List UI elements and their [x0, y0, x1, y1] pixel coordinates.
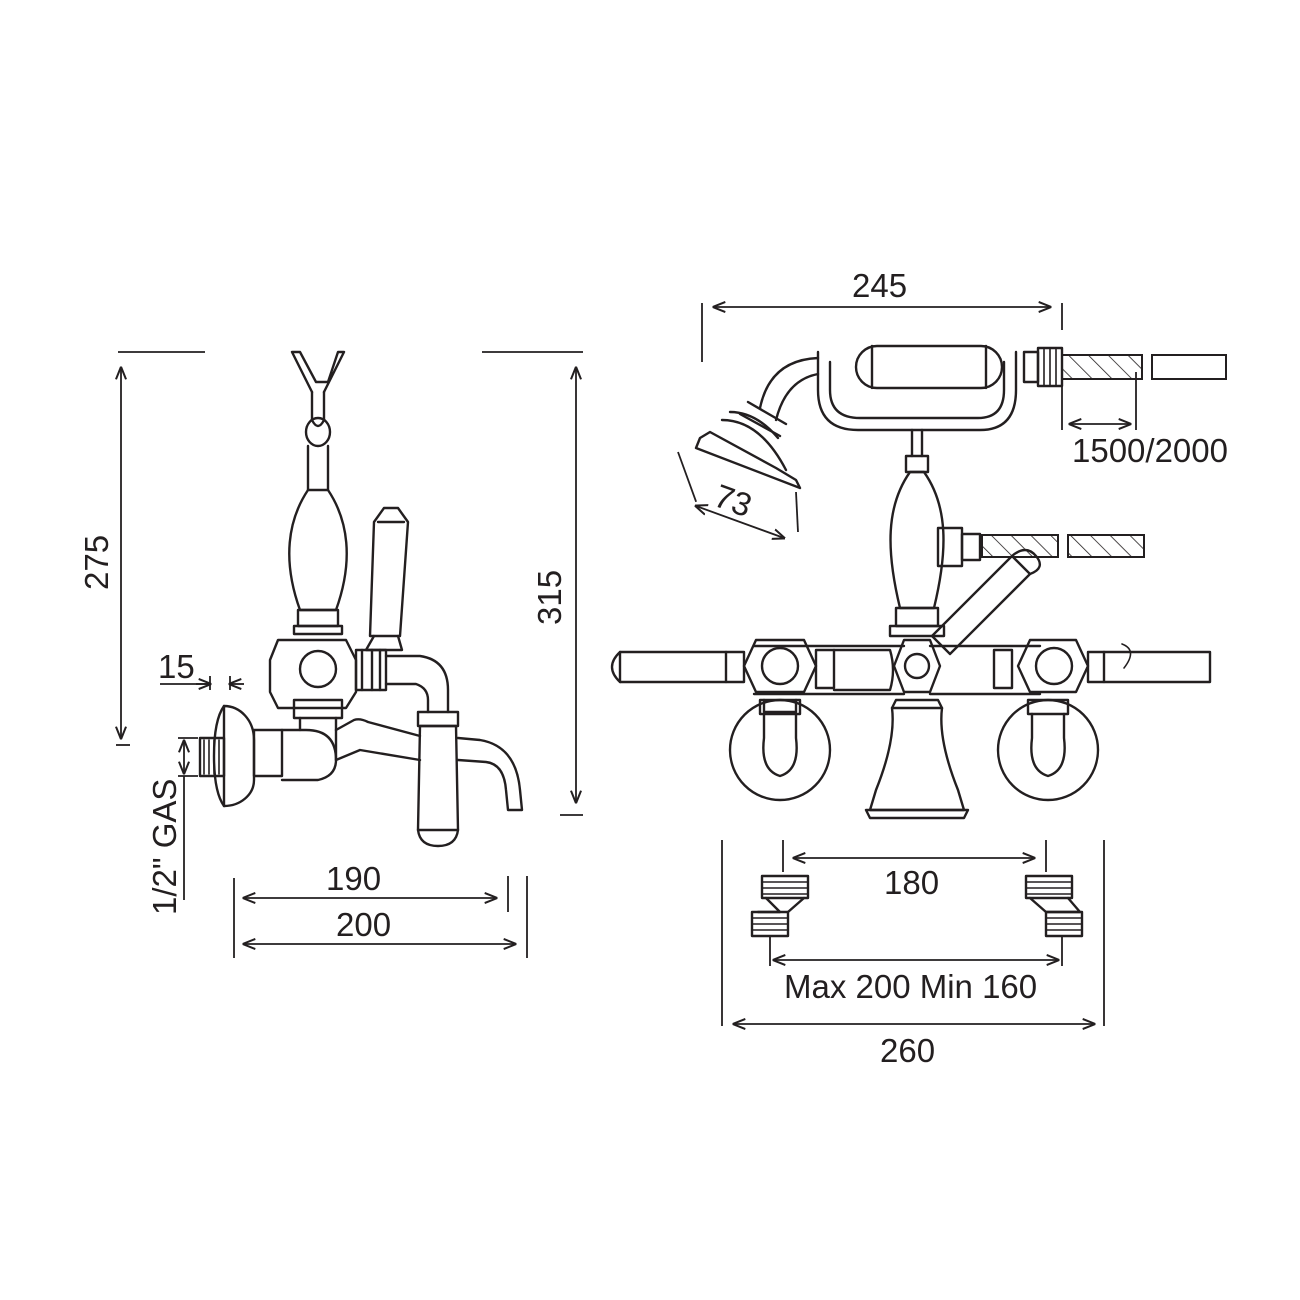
- dim-275-label: 275: [78, 535, 115, 590]
- dim-260-label: 260: [880, 1032, 935, 1069]
- side-view: 275 315 15 1/2" GAS 190 200: [78, 350, 583, 958]
- dim-200-label: 200: [336, 906, 391, 943]
- dim-245-label: 245: [852, 267, 907, 304]
- adjust-range-label: Max 200 Min 160: [784, 968, 1037, 1005]
- dim-15-label: 15: [158, 648, 195, 685]
- dim-180-label: 180: [884, 864, 939, 901]
- thread-gas-label: 1/2" GAS: [146, 779, 183, 915]
- dim-73-line: [696, 506, 784, 538]
- dim-190-label: 190: [326, 860, 381, 897]
- dim-315-label: 315: [531, 570, 568, 625]
- hose-length-label: 1500/2000: [1072, 432, 1228, 469]
- dim-73-label: 73: [710, 477, 757, 524]
- front-view: 245 1500/2000 73: [610, 267, 1228, 1069]
